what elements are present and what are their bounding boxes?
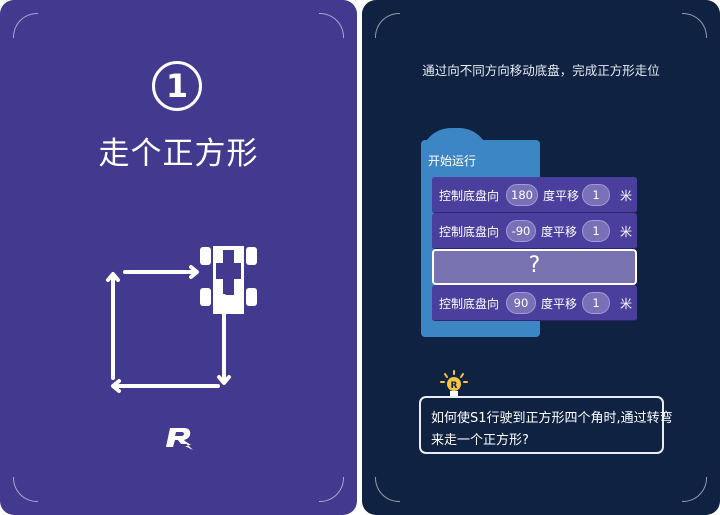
corner-decoration <box>375 477 400 502</box>
corner-decoration <box>375 13 400 38</box>
block-prefix: 控制底盘向 <box>439 189 500 203</box>
move-chassis-block[interactable]: 控制底盘向 180 度平移 1 米 <box>432 177 637 213</box>
block-middle: 度平移 <box>543 189 580 203</box>
block-middle: 度平移 <box>541 225 578 239</box>
challenge-card-back: 通过向不同方向移动底盘，完成正方形走位 开始运行 控制底盘向 180 度平移 1… <box>362 0 720 515</box>
block-unit: 米 <box>620 189 633 203</box>
angle-input[interactable]: 180 <box>506 184 538 206</box>
hint-line-2: 来走一个正方形? <box>431 433 529 448</box>
move-chassis-block[interactable]: 控制底盘向 90 度平移 1 米 <box>432 285 637 321</box>
chassis-robot-icon <box>200 246 257 314</box>
question-mark: ? <box>528 253 541 278</box>
angle-input[interactable]: -90 <box>506 220 536 242</box>
block-unit: 米 <box>620 225 633 239</box>
arrow-right-icon <box>123 265 199 279</box>
instruction-text: 通过向不同方向移动底盘，完成正方形走位 <box>422 63 660 78</box>
hint-box: 如何使S1行驶到正方形四个角时,通过转弯 来走一个正方形? <box>419 396 673 454</box>
hint-line-1: 如何使S1行驶到正方形四个角时,通过转弯 <box>431 411 673 426</box>
corner-decoration <box>319 13 344 38</box>
lightbulb-icon: R <box>440 370 468 396</box>
distance-input[interactable]: 1 <box>582 220 610 242</box>
distance-input[interactable]: 1 <box>582 292 610 314</box>
block-prefix: 控制底盘向 <box>439 297 500 311</box>
square-path-diagram <box>106 246 257 393</box>
block-unit: 米 <box>620 297 633 311</box>
corner-decoration <box>682 13 707 38</box>
card-title: 走个正方形 <box>98 136 259 172</box>
block-prefix: 控制底盘向 <box>439 225 500 239</box>
brand-logo-icon <box>166 428 193 450</box>
corner-decoration <box>682 477 707 502</box>
missing-block-placeholder[interactable]: ? <box>432 249 637 285</box>
move-chassis-block[interactable]: 控制底盘向 -90 度平移 1 米 <box>432 213 637 249</box>
svg-text:R: R <box>451 381 458 391</box>
start-block-label: 开始运行 <box>428 154 477 168</box>
distance-input[interactable]: 1 <box>582 184 610 206</box>
corner-decoration <box>13 13 38 38</box>
corner-decoration <box>13 477 38 502</box>
arrow-left-icon <box>111 379 220 393</box>
block-middle: 度平移 <box>541 297 578 311</box>
step-number-badge: 1 <box>152 61 202 111</box>
arrow-up-icon <box>106 272 120 380</box>
corner-decoration <box>319 477 344 502</box>
challenge-card-front: 1 走个正方形 <box>0 0 357 515</box>
angle-input[interactable]: 90 <box>506 292 536 314</box>
